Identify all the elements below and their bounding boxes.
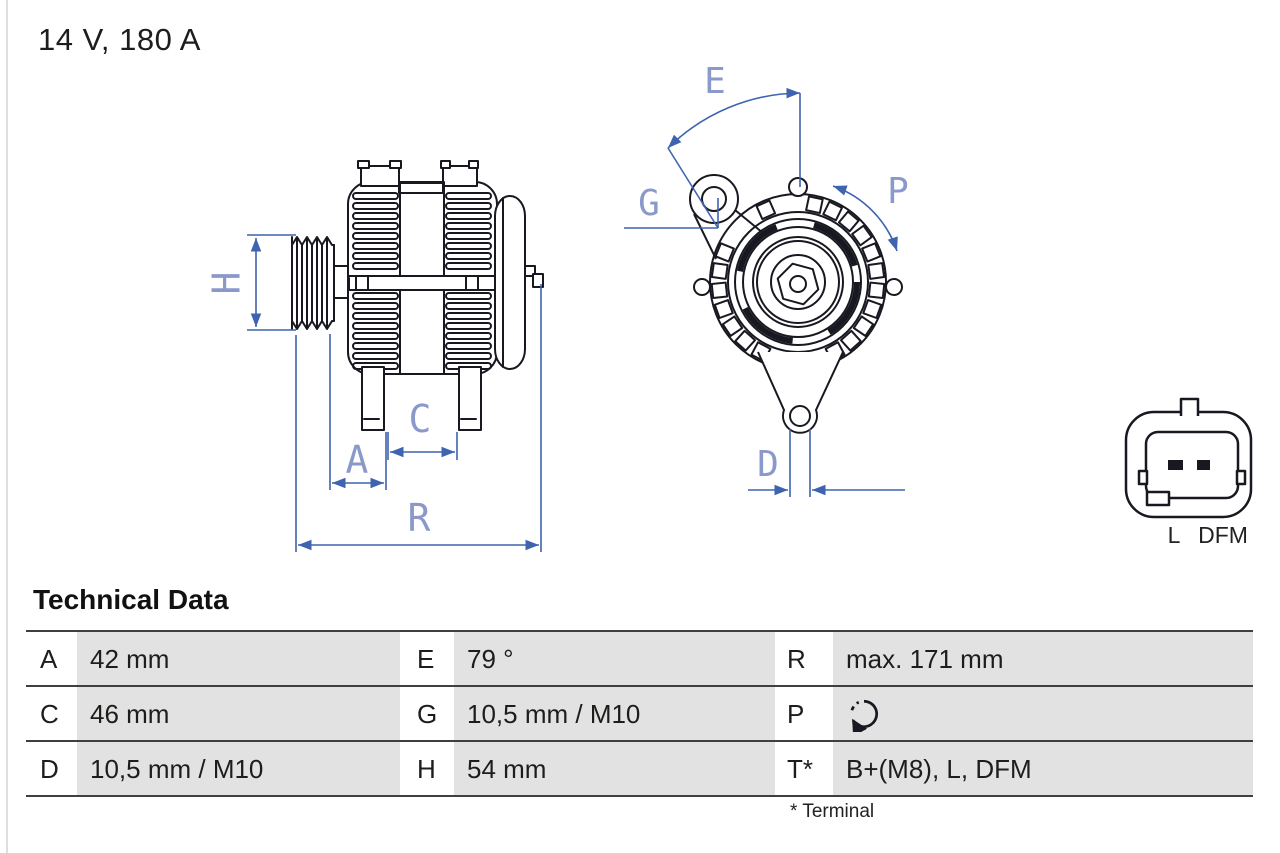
dim-key-cell: D [26, 742, 77, 795]
dim-label-C: C [409, 397, 432, 441]
dimension-D [748, 429, 905, 497]
dim-key-cell: H [400, 742, 454, 795]
connector-pin-L [1168, 460, 1183, 470]
table-row: A 42 mm E 79 ° R max. 171 mm [26, 630, 1253, 685]
shaft-hex-nut [776, 262, 820, 306]
dim-key-cell: C [26, 687, 77, 740]
connector-tab [1179, 397, 1200, 416]
page-left-border [6, 0, 8, 853]
b-plus-terminal-stud [524, 265, 544, 288]
dim-value-cell: 42 mm [77, 632, 400, 685]
through-bolt-posts [357, 160, 479, 194]
dimension-E [667, 87, 801, 229]
dim-value-cell: 10,5 mm / M10 [454, 687, 775, 740]
connector-pin-DFM [1197, 460, 1210, 470]
product-rating-title: 14 V, 180 A [38, 22, 201, 57]
casting-ears [693, 177, 903, 296]
dim-value-cell: 46 mm [77, 687, 400, 740]
dim-value-cell: B+(M8), L, DFM [833, 742, 1253, 795]
mounting-feet [361, 366, 482, 431]
connector-key-left [1137, 469, 1149, 486]
dim-key-cell: G [400, 687, 454, 740]
center-bolt-band [341, 275, 498, 291]
dim-label-R: R [408, 496, 431, 540]
table-row: C 46 mm G 10,5 mm / M10 P [26, 685, 1253, 740]
dim-value-cell: 79 ° [454, 632, 775, 685]
dim-value-cell: max. 171 mm [833, 632, 1253, 685]
connector-key-step [1145, 490, 1171, 507]
connector-drawing [1124, 397, 1253, 519]
bottom-mounting-lug [757, 351, 844, 434]
dimension-P-rotation-arrow [832, 185, 898, 252]
dim-value-cell-rotation [833, 687, 1253, 740]
dim-label-E: E [704, 61, 726, 102]
dim-key-cell: E [400, 632, 454, 685]
dimension-C [387, 432, 458, 460]
top-left-mounting-lug [689, 174, 764, 260]
dim-key-cell: A [26, 632, 77, 685]
bottom-lug-hole [789, 405, 811, 427]
dimension-H [247, 234, 296, 331]
table-row: D 10,5 mm / M10 H 54 mm T* B+(M8), L, DF… [26, 740, 1253, 795]
dim-label-H: H [205, 272, 249, 295]
dim-key-cell: R [775, 632, 833, 685]
dim-label-A: A [346, 438, 369, 482]
dimension-R [295, 284, 542, 552]
dimension-A [329, 334, 387, 490]
dim-label-P: P [887, 171, 909, 212]
dim-key-cell: P [775, 687, 833, 740]
front-view-dimensions [624, 87, 905, 497]
connector-cavity [1144, 430, 1240, 500]
technical-data-table: A 42 mm E 79 ° R max. 171 mm C 46 mm G 1… [26, 630, 1253, 797]
rotation-cw-icon [850, 699, 879, 732]
technical-data-heading: Technical Data [33, 584, 229, 615]
alternator-technical-drawing: H A C R [205, 61, 1253, 552]
connector-key-right [1235, 469, 1247, 486]
dim-value-cell: 10,5 mm / M10 [77, 742, 400, 795]
dim-value-cell: 54 mm [454, 742, 775, 795]
side-view [291, 160, 544, 431]
shaft [333, 265, 349, 299]
cooling-fins [352, 181, 492, 375]
connector-pin-label-L: L [1168, 522, 1181, 548]
rear-cover [494, 195, 526, 370]
dim-key-cell: T* [775, 742, 833, 795]
terminal-footnote: * Terminal [790, 801, 875, 822]
top-lug-hole [701, 186, 727, 212]
dim-label-D: D [757, 444, 779, 485]
dimension-G [624, 198, 719, 229]
side-view-dimensions [247, 234, 542, 552]
front-view [689, 174, 903, 434]
dim-label-G: G [638, 183, 660, 224]
connector-pin-label-DFM: DFM [1198, 522, 1248, 548]
pulley [291, 236, 335, 330]
